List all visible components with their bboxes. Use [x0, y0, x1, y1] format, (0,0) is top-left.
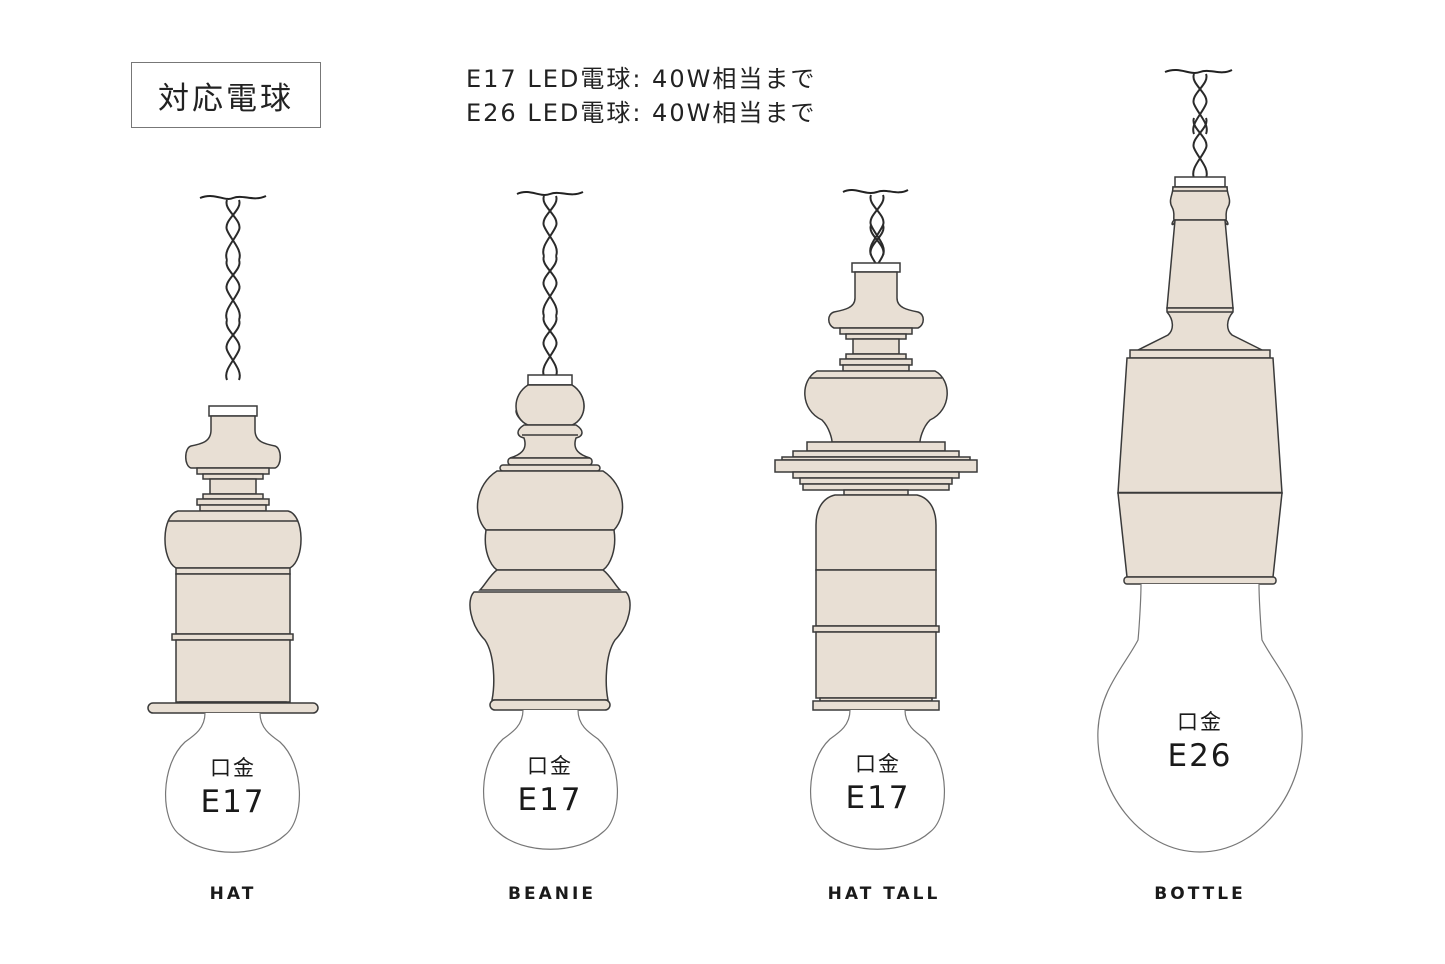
socket-kanji: 口金 [209, 756, 256, 780]
bulb-beanie [482, 709, 619, 850]
socket-kanji: 口金 [854, 752, 901, 776]
socket-label-hat-tall: 口金 E17 [845, 748, 910, 816]
lamp-name-hat: HAT [209, 884, 257, 904]
socket-label-hat: 口金 E17 [200, 752, 265, 820]
socket-code: E17 [845, 780, 911, 816]
title-text: 対応電球 [158, 80, 294, 117]
bulb-specs: E17 LED電球: 40W相当まで E26 LED電球: 40W相当まで [466, 62, 816, 130]
socket-label-beanie: 口金 E17 [517, 750, 582, 818]
compatible-bulbs-title: 対応電球 [131, 62, 321, 128]
socket-code: E17 [517, 782, 583, 818]
socket-kanji: 口金 [526, 754, 573, 778]
lamp-hat-tall-drawing [774, 189, 978, 711]
socket-code: E17 [200, 784, 266, 820]
lamp-name-hat-tall: HAT TALL [827, 884, 941, 904]
lamp-name-bottle: BOTTLE [1154, 884, 1246, 904]
bulb-hat [164, 712, 301, 853]
lamp-name-beanie: BEANIE [508, 884, 596, 904]
lamp-bottle-drawing [1117, 69, 1283, 585]
bulb-bottle [1097, 583, 1303, 853]
socket-code: E26 [1167, 738, 1233, 774]
bulb-hat-tall [809, 709, 946, 850]
spec-e26: E26 LED電球: 40W相当まで [466, 99, 817, 127]
lamp-beanie-drawing [469, 191, 631, 711]
lamp-hat-drawing [147, 195, 319, 714]
spec-e17: E17 LED電球: 40W相当まで [466, 65, 817, 93]
socket-label-bottle: 口金 E26 [1167, 706, 1232, 774]
socket-kanji: 口金 [1176, 710, 1223, 734]
